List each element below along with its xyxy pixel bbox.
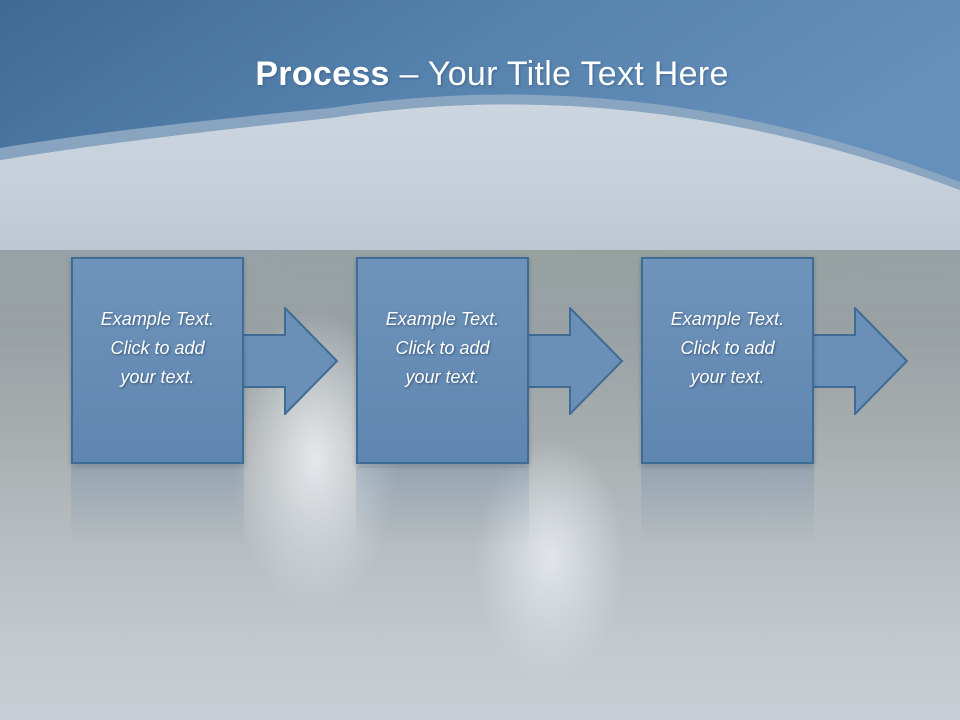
step-text-line: Example Text.: [100, 309, 215, 329]
arrow-right-icon: [243, 307, 339, 415]
step-text-line: your text.: [690, 367, 765, 387]
header-band: [0, 0, 960, 190]
step-text-line: Example Text.: [670, 309, 785, 329]
step-text-line: your text.: [120, 367, 195, 387]
step-text-line: Click to add: [110, 338, 205, 358]
step-text-line: Click to add: [395, 338, 490, 358]
step-text-line: your text.: [405, 367, 480, 387]
title-rest: – Your Title Text Here: [389, 55, 729, 93]
box-reflection: [71, 466, 244, 546]
slide-title[interactable]: Process – Your Title Text Here: [0, 52, 960, 96]
background-haze: [0, 440, 960, 720]
process-step-2[interactable]: Example Text. Click to add your text.: [356, 257, 529, 464]
process-step-3[interactable]: Example Text. Click to add your text.: [641, 257, 814, 464]
title-bold: Process: [255, 55, 390, 93]
step-text-line: Example Text.: [385, 309, 500, 329]
arrow-right-icon: [528, 307, 624, 415]
arrow-right-icon: [813, 307, 909, 415]
step-text: Example Text. Click to add your text.: [83, 305, 233, 392]
process-step-1[interactable]: Example Text. Click to add your text.: [71, 257, 244, 464]
box-reflection: [356, 466, 529, 546]
step-text-line: Click to add: [680, 338, 775, 358]
box-reflection: [641, 466, 814, 546]
step-text: Example Text. Click to add your text.: [653, 305, 803, 392]
step-text: Example Text. Click to add your text.: [368, 305, 518, 392]
